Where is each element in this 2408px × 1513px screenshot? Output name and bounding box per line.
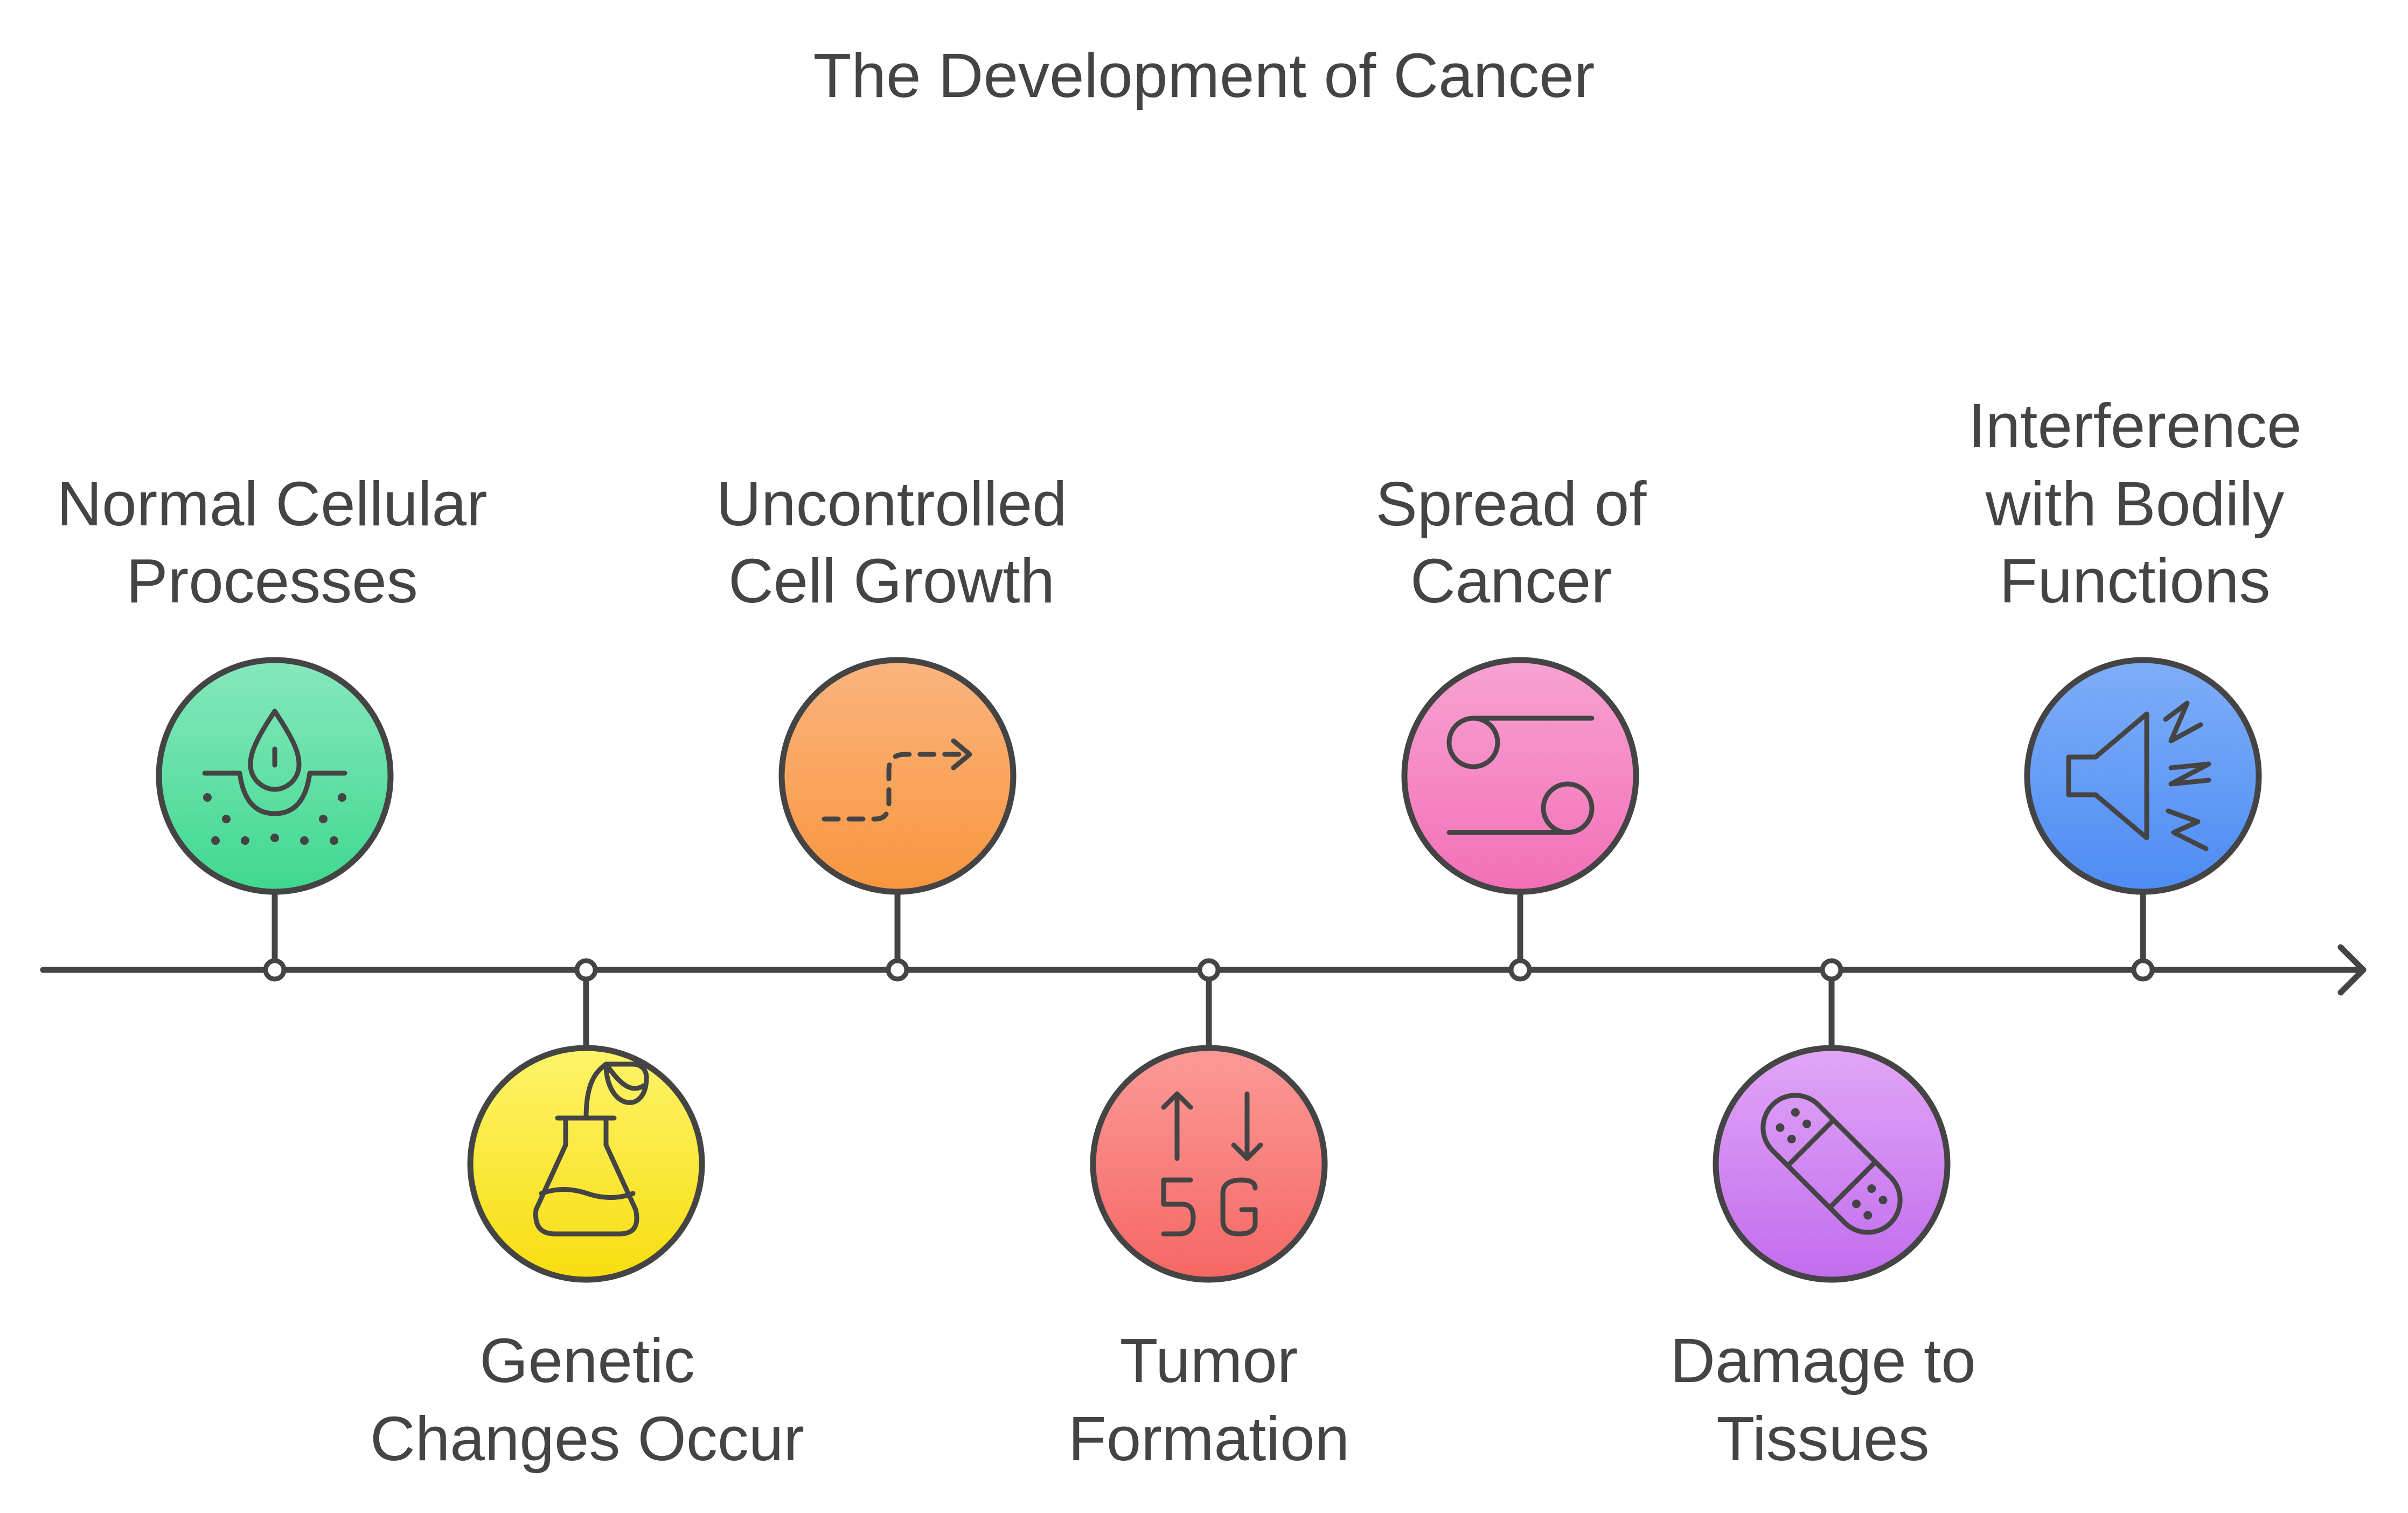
- timeline-node: [1820, 958, 1843, 982]
- timeline-node: [1197, 958, 1221, 982]
- stage-tumor-formation: Tumor Formation: [1068, 958, 1349, 1474]
- stage-damage-to-tissues: Damage to Tissues: [1670, 958, 1976, 1474]
- stage-badge: [1401, 657, 1639, 895]
- stage-badge: [2024, 657, 2262, 895]
- circles-lines-icon: [1446, 716, 1595, 835]
- timeline-arrowhead-icon: [2337, 944, 2367, 996]
- bandage-icon: [1760, 1093, 1903, 1235]
- timeline-node: [574, 958, 598, 982]
- speaker-sound-icon: [2066, 700, 2211, 851]
- stage-label-line: Changes Occur: [370, 1404, 804, 1474]
- stage-badge: [1713, 1045, 1951, 1283]
- stage-label-line: Functions: [2000, 546, 2271, 616]
- stage-label-line: with Bodily: [1985, 469, 2284, 539]
- 5g-signal-icon: [1161, 1091, 1263, 1237]
- skin-pore-droplet-icon: [202, 709, 347, 845]
- diagram-title: The Development of Cancer: [813, 40, 1595, 110]
- stage-label-line: Normal Cellular: [57, 469, 487, 539]
- plant-flask-icon: [533, 1061, 649, 1237]
- stage-label-line: Formation: [1068, 1404, 1349, 1474]
- stage-label-line: Uncontrolled: [716, 469, 1067, 539]
- stage-label-line: Interference: [1968, 391, 2301, 461]
- timeline-node: [1508, 958, 1532, 982]
- stage-label-line: Cancer: [1410, 546, 1612, 616]
- stage-label-line: Cell Growth: [728, 546, 1055, 616]
- stage-genetic-changes-occur: Genetic Changes Occur: [370, 958, 804, 1474]
- timeline-node: [263, 958, 287, 982]
- stage-uncontrolled-cell-growth: Uncontrolled Cell Growth: [716, 469, 1067, 982]
- stage-label-line: Genetic: [479, 1325, 695, 1396]
- timeline-node: [886, 958, 909, 982]
- stage-normal-cellular-processes: Normal Cellular Processes: [57, 469, 488, 982]
- stage-label-line: Processes: [126, 546, 418, 616]
- stage-label-line: Damage to: [1670, 1325, 1975, 1396]
- stage-badge: [1090, 1045, 1328, 1283]
- stage-badge: [467, 1045, 705, 1283]
- stage-badge: [156, 657, 394, 895]
- stage-label-line: Tissues: [1716, 1404, 1929, 1474]
- stage-label-line: Tumor: [1120, 1325, 1298, 1396]
- stage-spread-of-cancer: Spread of Cancer: [1375, 469, 1647, 982]
- timeline-node: [2131, 958, 2155, 982]
- stage-label-line: Spread of: [1375, 469, 1647, 539]
- stage-badge: [778, 657, 1017, 895]
- dashed-arrow-path-icon: [822, 738, 972, 822]
- stage-interference-with-bodily-functions: Interference with Bodily Functions: [1968, 391, 2302, 982]
